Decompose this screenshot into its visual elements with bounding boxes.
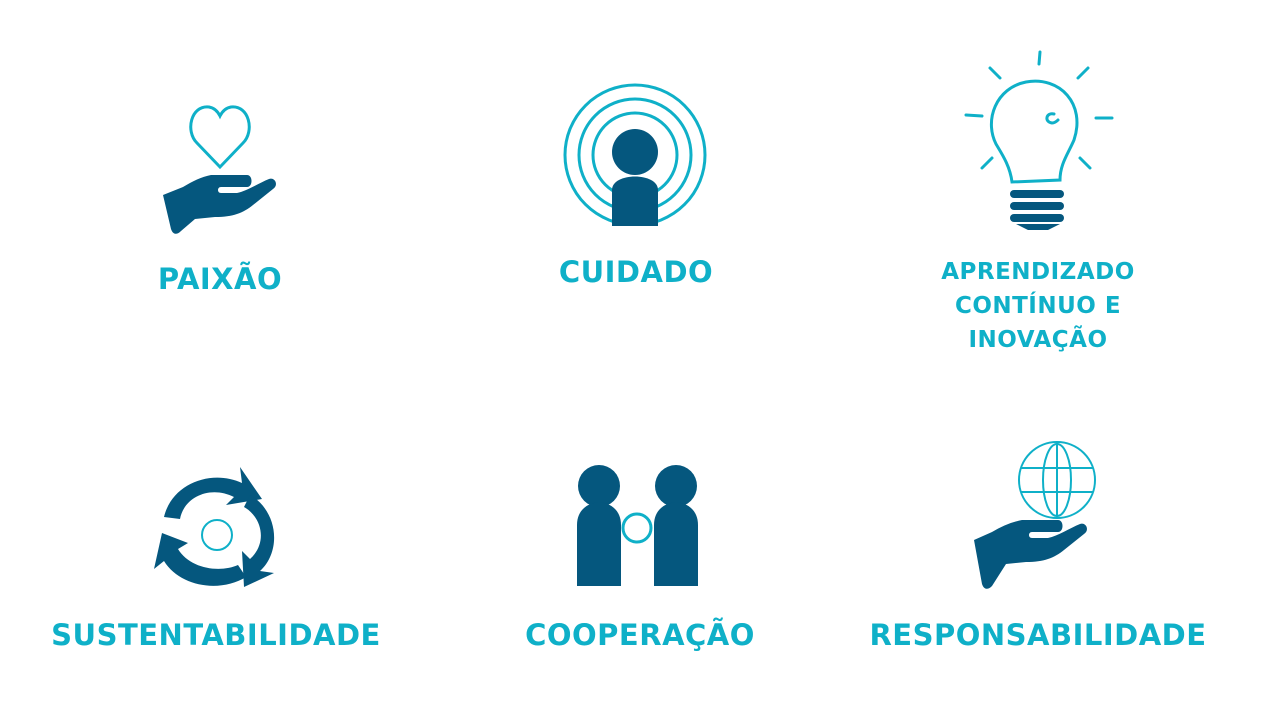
label-cuidado: CUIDADO (558, 255, 714, 289)
label-responsabilidade: RESPONSABILIDADE (869, 618, 1207, 652)
hand-heart-icon (163, 105, 276, 234)
label-cooperacao: COOPERAÇÃO (525, 618, 755, 652)
label-sustentabilidade: SUSTENTABILIDADE (51, 618, 381, 652)
lightbulb-icon (964, 50, 1114, 230)
label-aprendizado-line-3: INOVAÇÃO (968, 327, 1108, 353)
two-people-icon (577, 465, 698, 586)
person-signal-icon (563, 83, 707, 230)
label-paixao: PAIXÃO (157, 262, 283, 296)
label-aprendizado-line-1: APRENDIZADO (941, 259, 1135, 285)
cycle-arrows-icon (154, 467, 275, 587)
hand-globe-icon (974, 441, 1096, 589)
label-aprendizado-line-2: CONTÍNUO E (954, 293, 1122, 319)
